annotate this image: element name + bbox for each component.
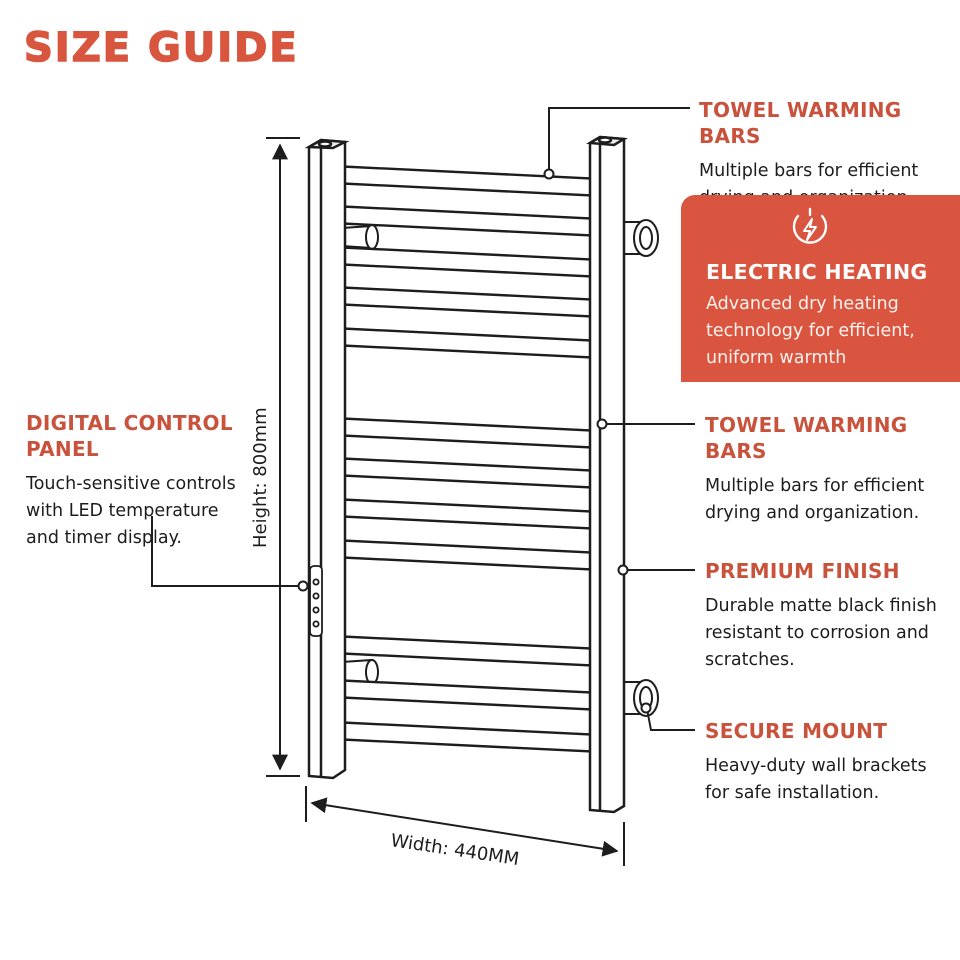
callout-title: TOWEL WARMING BARS (699, 98, 902, 148)
towel-bar (332, 457, 594, 489)
towel-bar (332, 327, 594, 359)
towel-bar (332, 286, 594, 318)
callout-desc: Heavy-duty wall brackets for safe instal… (705, 756, 927, 803)
leader-mount (646, 708, 695, 731)
towel-bar (332, 539, 594, 571)
leader-towel-top (548, 107, 690, 170)
wall-bracket-top-right (619, 219, 659, 257)
callout-title: TOWEL WARMING BARS (705, 413, 908, 463)
callout-title: DIGITAL CONTROL PANEL (26, 411, 233, 461)
height-dimension (266, 137, 300, 777)
wall-bracket-top-left (341, 224, 379, 250)
height-label: Height: 800mm (250, 407, 271, 548)
leader-control (151, 516, 299, 587)
towel-bar (332, 246, 594, 278)
callout-desc: Durable matte black finish resistant to … (705, 596, 937, 670)
callout-desc: Advanced dry heating technology for effi… (706, 294, 915, 368)
towel-bar (332, 679, 594, 711)
callout-title: PREMIUM FINISH (705, 559, 900, 583)
electric-heating-box: ELECTRIC HEATING Advanced dry heating te… (681, 195, 960, 382)
towel-bar (332, 721, 594, 753)
callout-title: ELECTRIC HEATING (706, 260, 928, 284)
control-panel (309, 565, 323, 637)
width-dimension (305, 786, 625, 866)
callout-towel-warming-bars-middle: TOWEL WARMING BARS Multiple bars for eff… (705, 412, 945, 527)
left-upright (304, 138, 350, 780)
callout-digital-control-panel: DIGITAL CONTROL PANEL Touch-sensitive co… (26, 410, 251, 552)
towel-bar (332, 417, 594, 449)
right-upright (586, 135, 628, 814)
width-label: Width: 440MM (389, 830, 520, 870)
leader-dots (297, 168, 652, 714)
callout-premium-finish: PREMIUM FINISH Durable matte black finis… (705, 558, 955, 674)
wall-bracket-bottom-right (619, 679, 659, 717)
callout-desc: Multiple bars for efficient drying and o… (705, 476, 925, 523)
callout-secure-mount: SECURE MOUNT Heavy-duty wall brackets fo… (705, 718, 955, 807)
lightning-bolt-icon (792, 207, 828, 244)
leader-lines (151, 107, 695, 731)
callout-desc: Touch-sensitive controls with LED temper… (26, 474, 236, 548)
page-title: SIZE GUIDE (23, 25, 299, 71)
towel-bar (332, 498, 594, 530)
callout-title: SECURE MOUNT (705, 719, 888, 743)
